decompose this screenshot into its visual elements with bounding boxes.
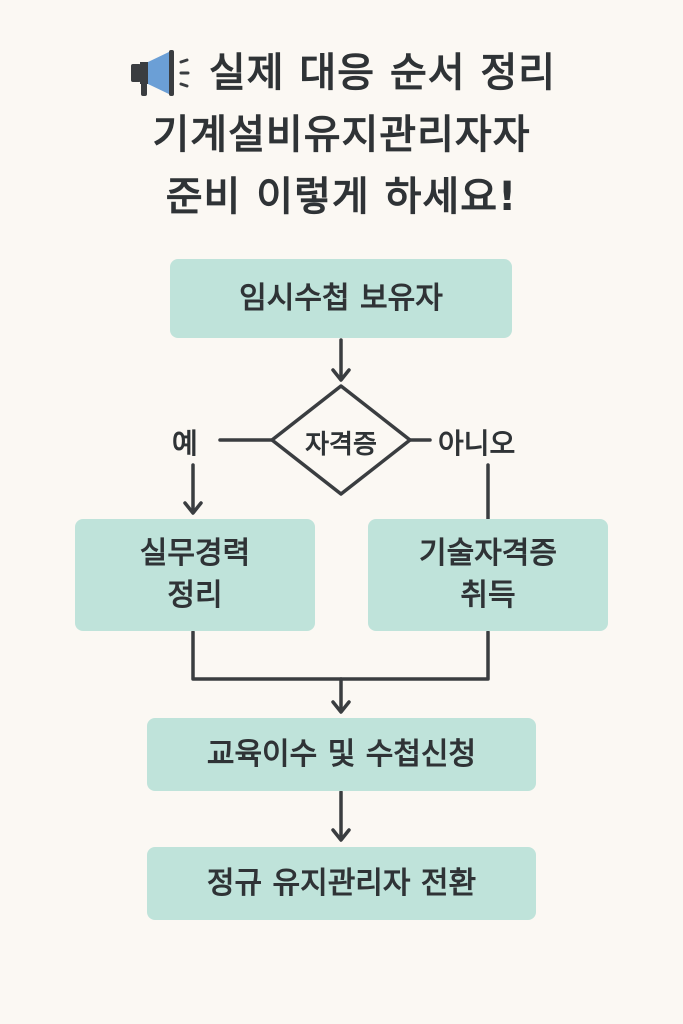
title-line-2: 기계설비유지관리자자 — [152, 112, 531, 158]
decision-label: 자격증 — [305, 430, 377, 460]
end-box-label: 정규 유지관리자 전환 — [206, 865, 477, 901]
arrowhead-step3 — [331, 700, 351, 714]
decision-diamond — [270, 384, 412, 496]
title-line-1: 실제 대응 순서 정리 — [208, 50, 557, 96]
no-label: 아니오 — [438, 427, 516, 460]
end-box: 정규 유지관리자 전환 — [147, 847, 536, 920]
no-box-line-2: 취득 — [460, 578, 516, 613]
megaphone-icon — [130, 50, 190, 96]
yes-box-line-2: 정리 — [167, 578, 223, 613]
yes-box-line-1: 실무경력 — [139, 536, 251, 571]
step3-box: 교육이수 및 수첩신청 — [147, 718, 536, 791]
no-box: 기술자격증 취득 — [368, 519, 608, 631]
step3-box-label: 교육이수 및 수첩신청 — [206, 736, 477, 772]
yes-box: 실무경력 정리 — [75, 519, 315, 631]
arrowhead-yes — [183, 501, 203, 515]
title-line-3: 준비 이렇게 하세요! — [165, 174, 518, 220]
page-title: 실제 대응 순서 정리 기계설비유지관리자자 준비 이렇게 하세요! — [0, 42, 683, 228]
yes-label: 예 — [172, 427, 198, 460]
start-box-label: 임시수첩 보유자 — [239, 280, 443, 316]
merge-line — [191, 630, 490, 681]
start-box: 임시수첩 보유자 — [170, 259, 512, 338]
arrowhead-decision — [331, 368, 351, 382]
no-box-line-1: 기술자격증 — [419, 536, 557, 571]
arrowhead-end — [331, 828, 351, 842]
